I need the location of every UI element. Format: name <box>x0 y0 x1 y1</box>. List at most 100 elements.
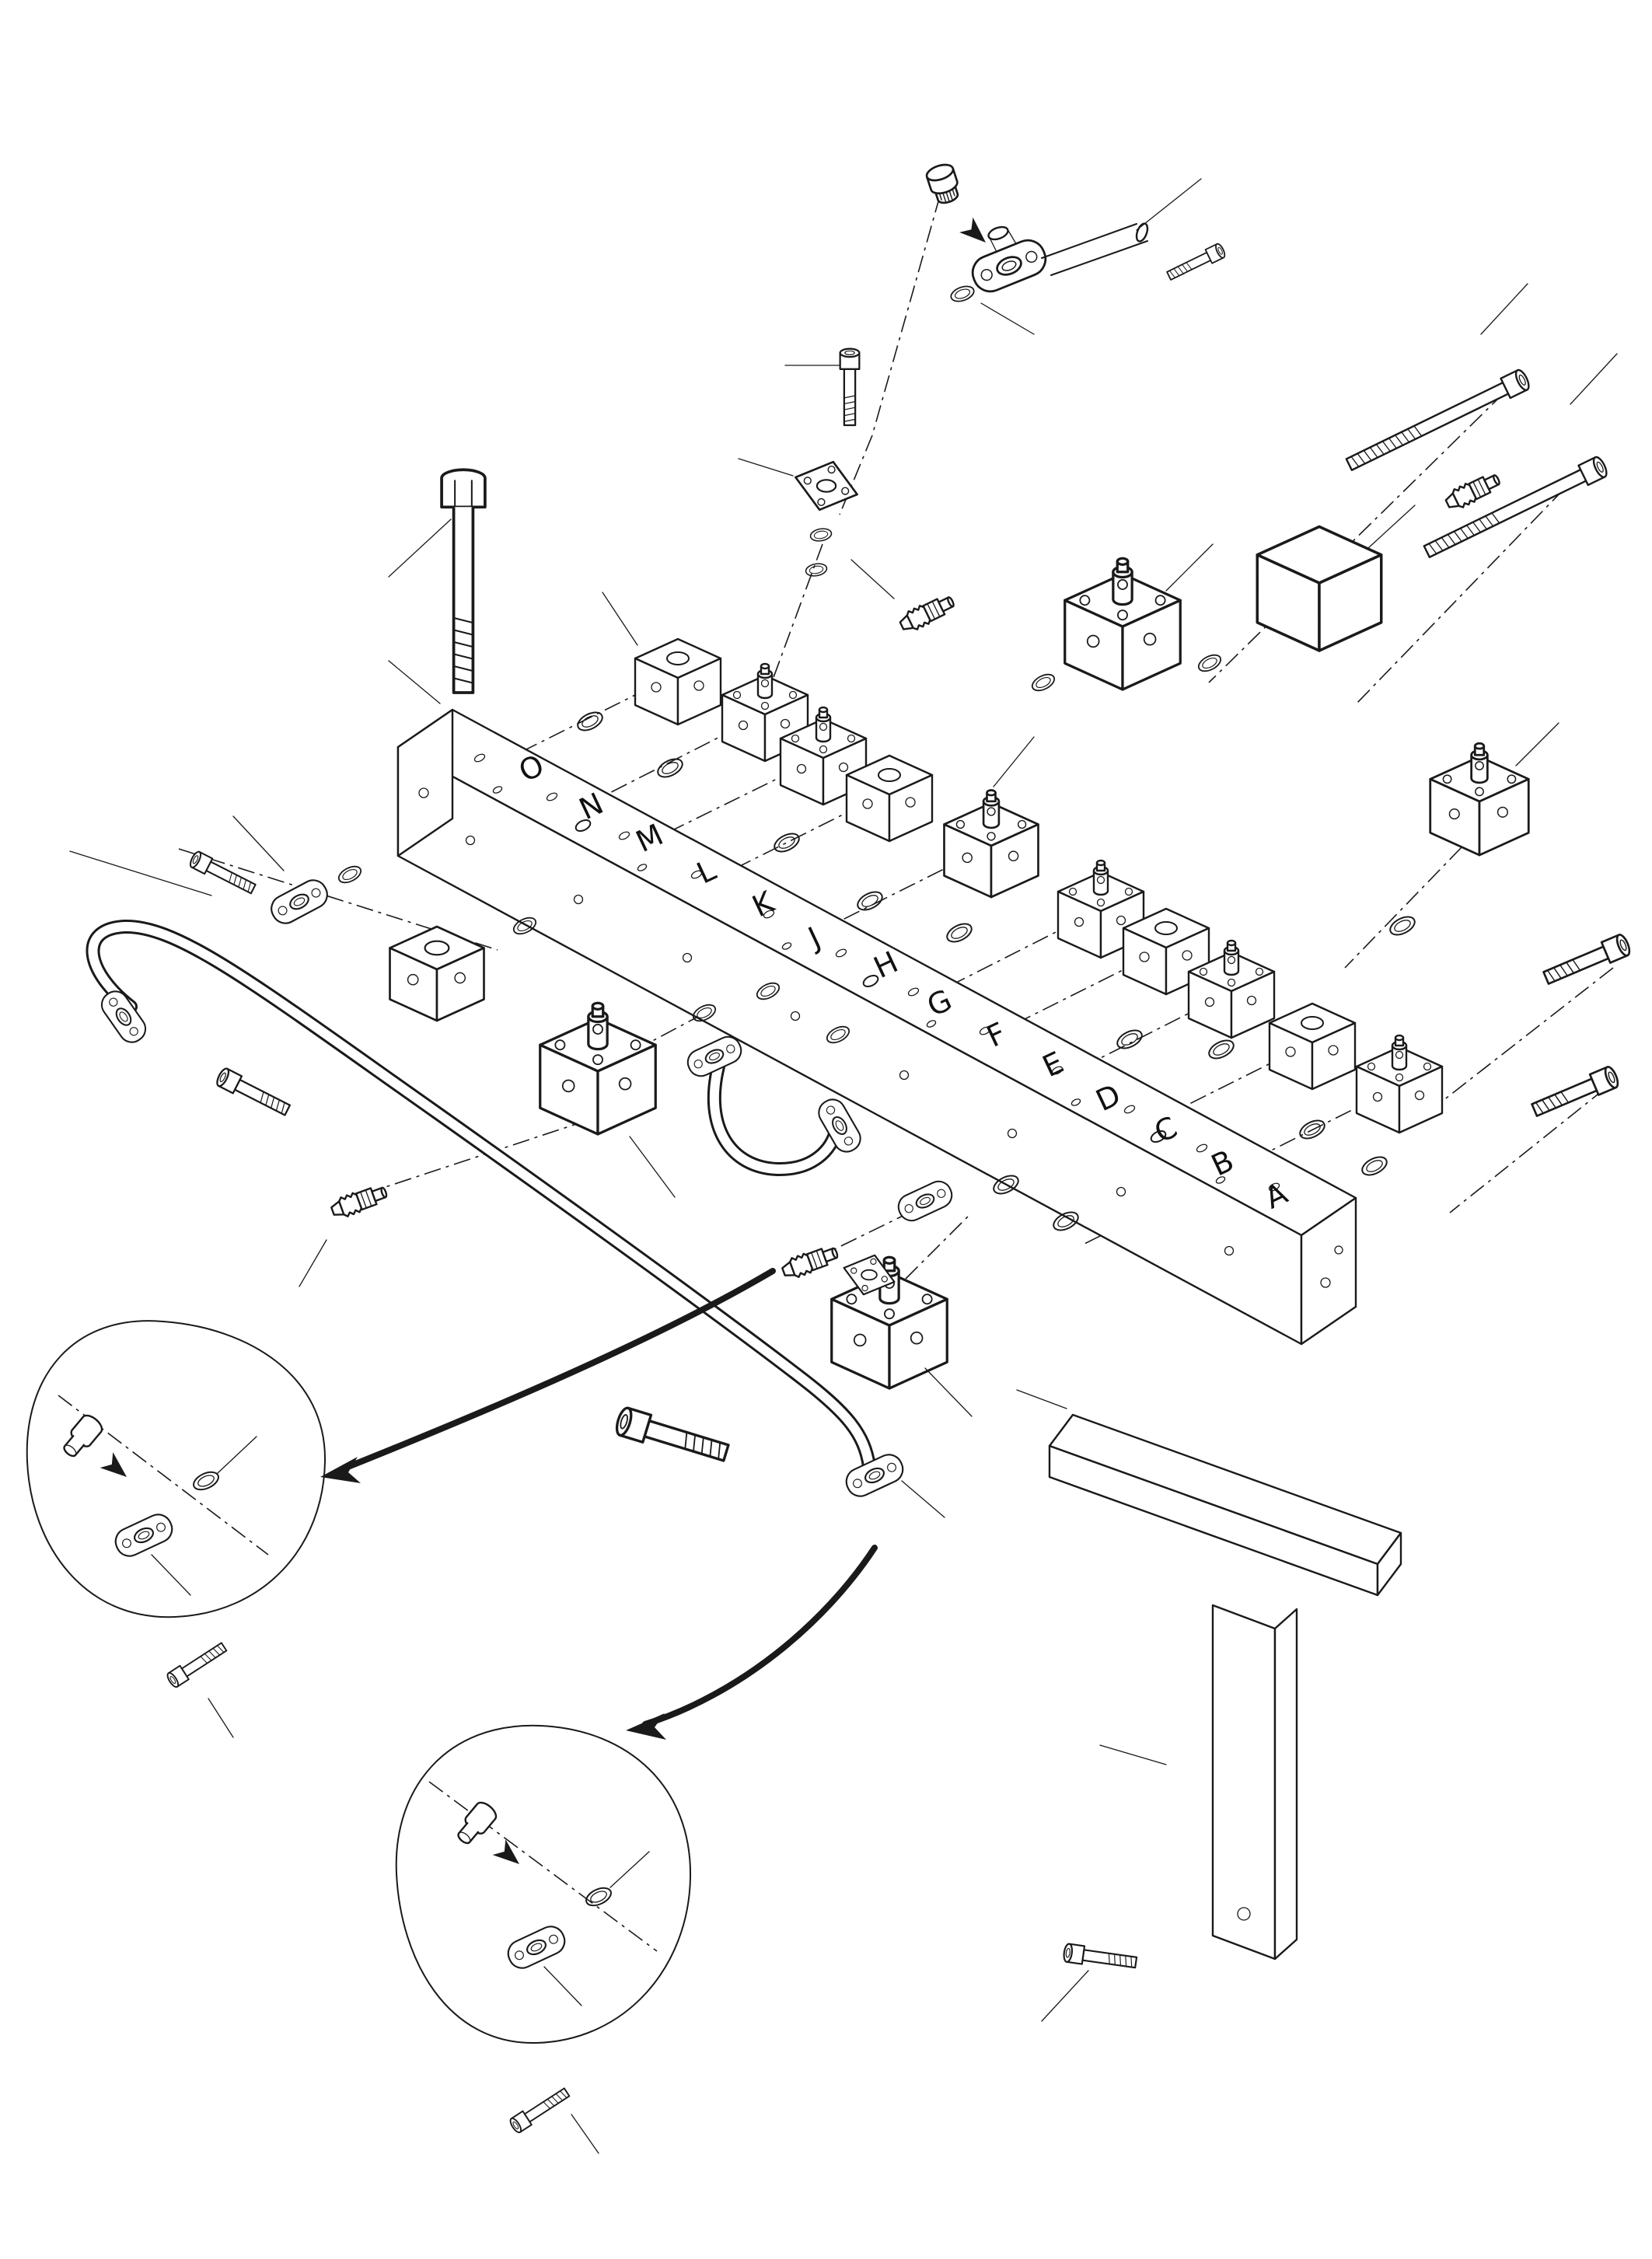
leader-line <box>1136 178 1202 231</box>
o-ring <box>654 754 686 782</box>
bracket-beam-end <box>1376 1531 1402 1597</box>
leader-line <box>1570 353 1618 405</box>
pipe-flange <box>893 1176 957 1226</box>
manifold-right-face <box>1300 1196 1357 1346</box>
leader-line <box>571 2114 599 2154</box>
leader-line <box>629 1136 676 1198</box>
o-ring <box>1195 651 1224 676</box>
leader-line <box>850 559 895 599</box>
centerline <box>1449 1088 1606 1213</box>
plug-fitting <box>452 1798 501 1849</box>
cap-nut <box>924 160 964 208</box>
socket-screw <box>214 1066 293 1120</box>
manifold-block: O N M L K J H G F E D C B A <box>396 708 1357 1346</box>
hex-bolt <box>440 468 487 694</box>
valve-block <box>1270 1004 1355 1089</box>
centerline <box>839 195 941 515</box>
detail-reference-arrows <box>320 1268 878 1740</box>
leader-line <box>980 302 1035 335</box>
leader-line <box>299 1239 327 1287</box>
leader-line <box>208 1698 234 1738</box>
socket-screw-long <box>1420 454 1610 563</box>
leader-line <box>1041 1970 1089 2022</box>
o-ring <box>582 1884 615 1910</box>
manifold-front-face <box>396 745 1303 1346</box>
pipe-stub <box>1041 223 1148 276</box>
o-ring <box>1386 912 1419 940</box>
detail-bubble-1 <box>26 1320 327 1618</box>
socket-screw <box>839 347 861 427</box>
o-ring <box>854 887 886 915</box>
reference-arrow-curve <box>339 1268 776 1472</box>
leader-line <box>388 660 441 704</box>
valve-block <box>945 791 1039 898</box>
centerline <box>769 543 823 689</box>
fasteners <box>165 242 1633 2135</box>
o-ring <box>335 862 365 887</box>
valve-block <box>635 639 721 724</box>
socket-screw <box>613 1405 732 1468</box>
hose-nipple <box>1442 469 1504 514</box>
flange-plate <box>795 460 858 512</box>
o-ring <box>770 829 803 857</box>
pipes <box>86 875 957 1502</box>
socket-screw <box>1540 932 1633 990</box>
hose-nipple <box>328 1181 390 1222</box>
hose-nipple <box>779 1241 841 1283</box>
pipe-flange <box>266 875 333 929</box>
bracket-leg-front <box>1211 1604 1277 1960</box>
leader-line <box>602 592 638 646</box>
direction-arrow-icon <box>959 217 993 250</box>
pipe-long <box>86 919 876 1473</box>
centerline <box>1356 466 1587 704</box>
hex-bolt-small <box>1062 1942 1138 1973</box>
centerline <box>905 1213 971 1280</box>
valve-block-large <box>1065 558 1181 690</box>
bracket-leg-side <box>1273 1608 1298 1960</box>
o-ring <box>1029 670 1058 695</box>
valve-block-left <box>540 1003 656 1134</box>
plug-fitting <box>58 1411 107 1462</box>
direction-arrow-icon <box>100 1452 134 1485</box>
top-flange-assembly <box>924 160 1149 298</box>
manifold-port-holes <box>473 753 1280 1192</box>
centerline <box>428 1781 658 1952</box>
valve-block-right <box>1430 743 1529 855</box>
reference-arrowhead-icon <box>626 1713 666 1740</box>
hose-nipple <box>896 591 959 636</box>
manifold-face-holes <box>418 787 1343 1288</box>
socket-screw <box>1165 242 1228 284</box>
detail-bubble-2 <box>395 1724 692 2044</box>
leader-line <box>543 1851 650 2006</box>
leader-line <box>901 1480 945 1518</box>
mounting-bracket <box>1048 1413 1402 1960</box>
centerline <box>178 848 498 951</box>
block-plain <box>1256 525 1383 652</box>
valve-block <box>847 756 932 841</box>
o-ring <box>943 919 976 947</box>
o-ring <box>948 282 977 306</box>
socket-screw <box>508 2084 572 2135</box>
pipe-flange <box>110 1509 177 1562</box>
centerline <box>1208 392 1505 683</box>
valve-block <box>1357 1035 1442 1133</box>
leader-lines <box>69 178 1618 2154</box>
leader-line <box>1367 505 1416 549</box>
leader-line <box>151 1436 257 1596</box>
socket-screw <box>165 1639 229 1690</box>
reference-arrowhead-icon <box>320 1457 361 1483</box>
pipe-u <box>707 1060 843 1177</box>
socket-screw <box>187 849 258 898</box>
leader-line <box>232 815 285 871</box>
pipe-flange <box>96 985 152 1049</box>
centerline <box>1344 847 1462 969</box>
pipe-flange <box>503 1921 570 1974</box>
detail-bubble-outline <box>395 1724 692 2044</box>
leader-line <box>1016 1389 1067 1409</box>
leader-line <box>1165 543 1214 592</box>
o-ring <box>809 526 833 543</box>
leader-line <box>738 458 794 477</box>
o-ring <box>1205 1035 1238 1063</box>
valve-blocks <box>390 525 1529 1389</box>
